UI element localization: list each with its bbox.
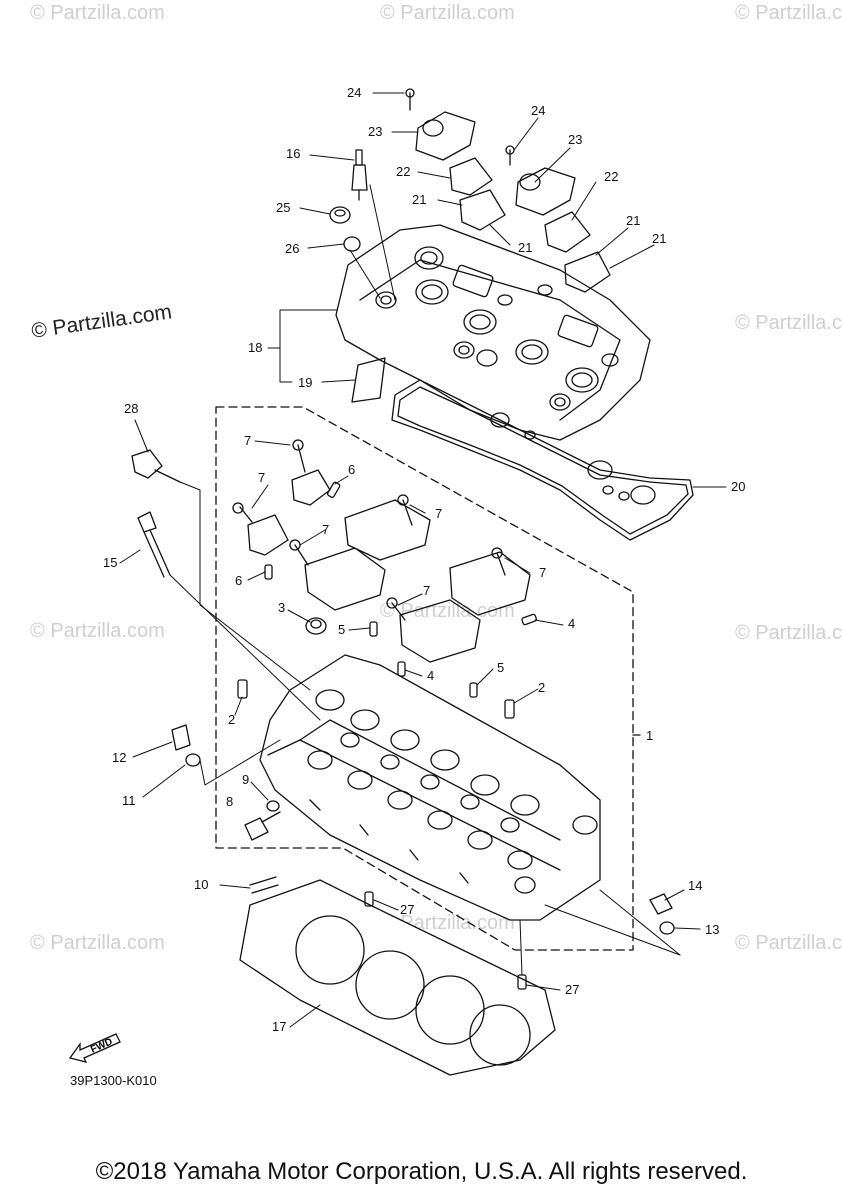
plug-12 — [171, 724, 191, 751]
callout-27: 27 — [400, 902, 414, 917]
watermark: © Partzilla.com — [30, 620, 165, 642]
cylinder-head-cover — [335, 224, 651, 441]
callout-16: 16 — [286, 146, 300, 161]
callout-12: 12 — [112, 750, 126, 765]
callout-4: 4 — [427, 668, 434, 683]
callout-6: 6 — [235, 573, 242, 588]
cap-nut-14 — [649, 893, 673, 915]
coil-21b — [564, 251, 611, 293]
coil-21a — [459, 189, 506, 231]
callout-3: 3 — [278, 600, 285, 615]
callout-15: 15 — [103, 555, 117, 570]
bolt-28 — [131, 449, 163, 479]
callout-26: 26 — [285, 241, 299, 256]
bolt-15 — [137, 511, 157, 533]
callout-24: 24 — [531, 103, 545, 118]
washer-13 — [659, 921, 675, 935]
cylinder-head-assembly-outline — [215, 406, 634, 951]
callout-21: 21 — [412, 192, 426, 207]
watermark: © Partzilla.com — [735, 622, 843, 644]
callout-23: 23 — [368, 124, 382, 139]
callout-11: 11 — [122, 793, 136, 808]
callout-21: 21 — [626, 213, 640, 228]
callout-7: 7 — [258, 470, 265, 485]
fwd-arrow-icon: FWD — [66, 1024, 126, 1069]
watermark: © Partzilla.com — [380, 600, 515, 622]
fwd-label: FWD — [89, 1036, 114, 1055]
callout-28: 28 — [124, 401, 138, 416]
stud-10 — [249, 876, 279, 894]
head-cover-gasket — [391, 379, 694, 541]
spark-plug — [351, 164, 368, 191]
callout-21: 21 — [518, 240, 532, 255]
callout-5: 5 — [338, 622, 345, 637]
diagram-code: 39P1300-K010 — [70, 1073, 157, 1088]
callout-7: 7 — [435, 506, 442, 521]
coil-cap-23a — [415, 111, 476, 161]
cylinder-head-gasket — [239, 879, 556, 1076]
coil-cap-23b — [515, 167, 576, 216]
plug-3 — [305, 617, 327, 635]
dowel-2a — [237, 679, 248, 699]
callout-2: 2 — [228, 712, 235, 727]
callout-7: 7 — [539, 565, 546, 580]
callout-6: 6 — [348, 462, 355, 477]
callout-18: 18 — [248, 340, 262, 355]
bolt-8 — [244, 817, 269, 841]
callout-24: 24 — [347, 85, 361, 100]
watermark: © Partzilla.com — [735, 2, 843, 24]
callout-23: 23 — [568, 132, 582, 147]
callout-7: 7 — [244, 433, 251, 448]
callout-21: 21 — [652, 231, 666, 246]
callout-7: 7 — [322, 522, 329, 537]
gasket-19 — [351, 357, 386, 403]
washer-11 — [185, 753, 201, 767]
callout-25: 25 — [276, 200, 290, 215]
coil-gasket-22a — [449, 157, 493, 196]
callout-5: 5 — [497, 660, 504, 675]
callout-14: 14 — [688, 878, 702, 893]
washer-9 — [266, 800, 280, 812]
watermark: © Partzilla.com — [30, 2, 165, 24]
dowel-27a — [364, 891, 374, 907]
callout-8: 8 — [226, 794, 233, 809]
dowel-2b — [504, 699, 515, 719]
callout-19: 19 — [298, 375, 312, 390]
watermark: © Partzilla.com — [735, 932, 843, 954]
copyright-notice: ©2018 Yamaha Motor Corporation, U.S.A. A… — [95, 1158, 748, 1185]
callout-10: 10 — [194, 877, 208, 892]
callout-2: 2 — [538, 680, 545, 695]
washer-26 — [343, 236, 361, 252]
watermark: © Partzilla.com — [735, 312, 843, 334]
callout-27: 27 — [565, 982, 579, 997]
coil-gasket-22b — [544, 211, 591, 253]
callout-17: 17 — [272, 1019, 286, 1034]
callout-1: 1 — [646, 728, 653, 743]
watermark: © Partzilla.com — [380, 2, 515, 24]
callout-22: 22 — [604, 169, 618, 184]
bolt-25 — [329, 206, 351, 224]
watermark: © Partzilla.com — [30, 932, 165, 954]
callout-9: 9 — [242, 772, 249, 787]
bolt-24a — [405, 88, 415, 98]
callout-20: 20 — [731, 479, 745, 494]
callout-22: 22 — [396, 164, 410, 179]
cylinder-head — [259, 654, 601, 921]
callout-4: 4 — [568, 616, 575, 631]
callout-7: 7 — [423, 583, 430, 598]
camshaft-caps — [232, 439, 531, 663]
callout-13: 13 — [705, 922, 719, 937]
